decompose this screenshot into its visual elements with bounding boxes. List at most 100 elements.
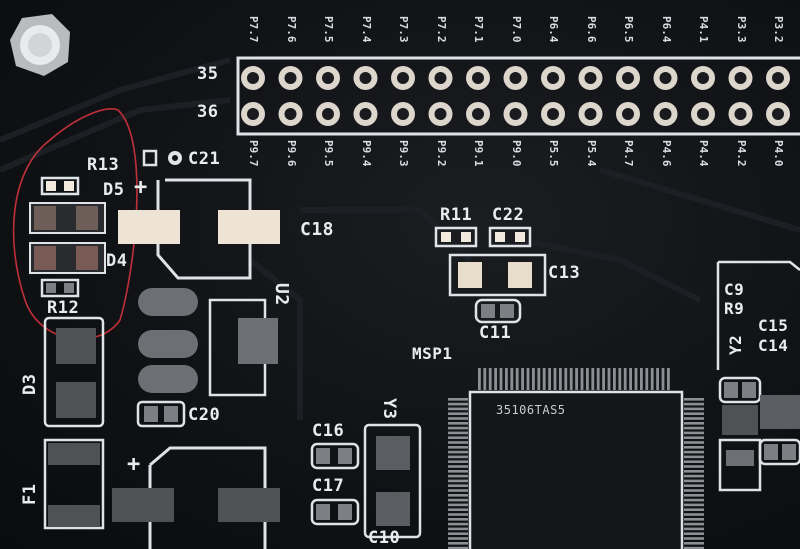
top-pin-label: P3.2 — [772, 16, 785, 43]
msp-pin-pad — [684, 474, 704, 478]
header-pin-hole — [547, 72, 559, 84]
header-pin-hole — [434, 72, 447, 84]
msp-pin-pad — [448, 407, 468, 411]
header-pin-hole — [509, 108, 522, 120]
msp-pin-pad — [684, 431, 704, 435]
msp-pin-pad — [596, 368, 600, 390]
msp-pin-pad — [618, 368, 622, 390]
d4-pad — [76, 246, 98, 270]
msp-pin-pad — [684, 498, 704, 502]
c17-pad — [338, 504, 352, 520]
msp-pin-pad — [483, 368, 487, 390]
msp-pin-pad — [684, 494, 704, 497]
pin-header — [241, 66, 790, 126]
header-pin-hole — [659, 72, 672, 84]
right-pad — [722, 405, 758, 435]
msp-pin-pad — [684, 441, 704, 444]
msp-pin-pad — [684, 465, 704, 468]
top-pin-label: P7.0 — [509, 16, 523, 43]
msp-pin-pad — [448, 479, 468, 483]
header-pin-hole — [284, 72, 297, 84]
msp-pin-pad — [684, 508, 704, 511]
r11-pad — [461, 232, 471, 242]
msp-pin-pad — [645, 368, 649, 390]
bottom-pin-label: P9.7 — [247, 140, 260, 167]
label-c17: C17 — [312, 476, 345, 496]
c20-outline — [136, 400, 186, 428]
msp-pin-pad — [488, 368, 492, 390]
header-pin-hole — [584, 72, 597, 84]
msp-pin-pad — [553, 368, 557, 390]
header-pin-hole — [697, 108, 709, 120]
msp-pin-pad — [532, 368, 535, 390]
bottom-pin-label: P4.2 — [734, 140, 748, 167]
top-pin-label: P6.4 — [547, 16, 560, 43]
msp-pin-pad — [684, 542, 704, 545]
bottom-pin-label: P9.5 — [322, 140, 335, 167]
u2-pad — [138, 288, 198, 316]
top-pin-label: P6.4 — [659, 16, 673, 43]
msp-pin-pad — [684, 412, 704, 415]
y3-pad — [376, 492, 410, 526]
header-pin-hole — [397, 72, 409, 84]
msp-pin-pad — [548, 368, 551, 390]
msp-pin-pad — [448, 455, 468, 459]
mounting-hole — [10, 14, 70, 76]
msp-pin-pad — [448, 508, 468, 511]
r11-outline — [434, 226, 478, 248]
bottom-pin-label: P4.0 — [772, 140, 785, 167]
f1-outline — [43, 438, 105, 530]
msp-pin-pad — [650, 368, 654, 390]
label-c15: C15 — [758, 316, 789, 335]
msp-pin-pad — [448, 417, 468, 420]
label-c9: C9 — [724, 280, 745, 299]
msp-pin-pad — [494, 368, 497, 390]
msp-pin-pad — [448, 450, 468, 454]
msp-pin-pad — [448, 446, 468, 449]
bottom-pin-label: P4.7 — [622, 140, 635, 167]
msp-pin-pad — [448, 474, 468, 478]
msp-pin-pad — [448, 532, 468, 535]
header-pin-hole — [359, 72, 372, 84]
msp-pin-pad — [684, 436, 704, 439]
msp-pin-pads — [448, 368, 704, 549]
msp-pin-pad — [634, 368, 638, 390]
top-pin-label: P7.6 — [284, 16, 298, 43]
msp-pin-pad — [448, 522, 468, 526]
msp-pin-pad — [569, 368, 573, 390]
bottom-pin-label: P9.6 — [284, 140, 298, 167]
msp-pin-pad — [448, 431, 468, 435]
msp-pin-pad — [629, 368, 632, 390]
top-pin-label: P6.6 — [584, 16, 598, 43]
c16-outline — [310, 442, 360, 470]
msp-pin-pad — [684, 489, 704, 492]
u2-pad — [138, 330, 198, 358]
right-outline — [718, 260, 800, 271]
msp-pin-pad — [602, 368, 605, 390]
top-pin-label: P7.3 — [397, 16, 410, 43]
msp-pin-pad — [684, 398, 704, 401]
bottom-pin-label: P9.0 — [509, 140, 523, 167]
header-row-number: 35 — [197, 64, 219, 84]
label-c18: C18 — [300, 219, 335, 240]
msp-pin-pad — [510, 368, 514, 390]
label-c16: C16 — [312, 421, 345, 441]
c13-outline — [448, 253, 547, 297]
header-row-number: 36 — [197, 102, 219, 122]
right-cap-pad — [724, 382, 738, 398]
header-pin-hole — [772, 72, 784, 84]
label-c22: C22 — [492, 205, 525, 225]
msp-pin-pad — [684, 537, 704, 540]
msp-pin-pad — [684, 402, 704, 406]
msp-pin-pad — [448, 513, 468, 516]
bottom-pin-label: P5.5 — [547, 140, 560, 167]
label-lower-plus: + — [127, 452, 141, 477]
msp-pin-pad — [684, 546, 704, 549]
r11-pad — [441, 232, 451, 242]
right-cap-outline — [758, 438, 800, 466]
d3-outline — [43, 316, 105, 428]
d4-pad — [34, 246, 56, 270]
label-r11: R11 — [440, 205, 473, 225]
header-pin-hole — [472, 72, 484, 84]
